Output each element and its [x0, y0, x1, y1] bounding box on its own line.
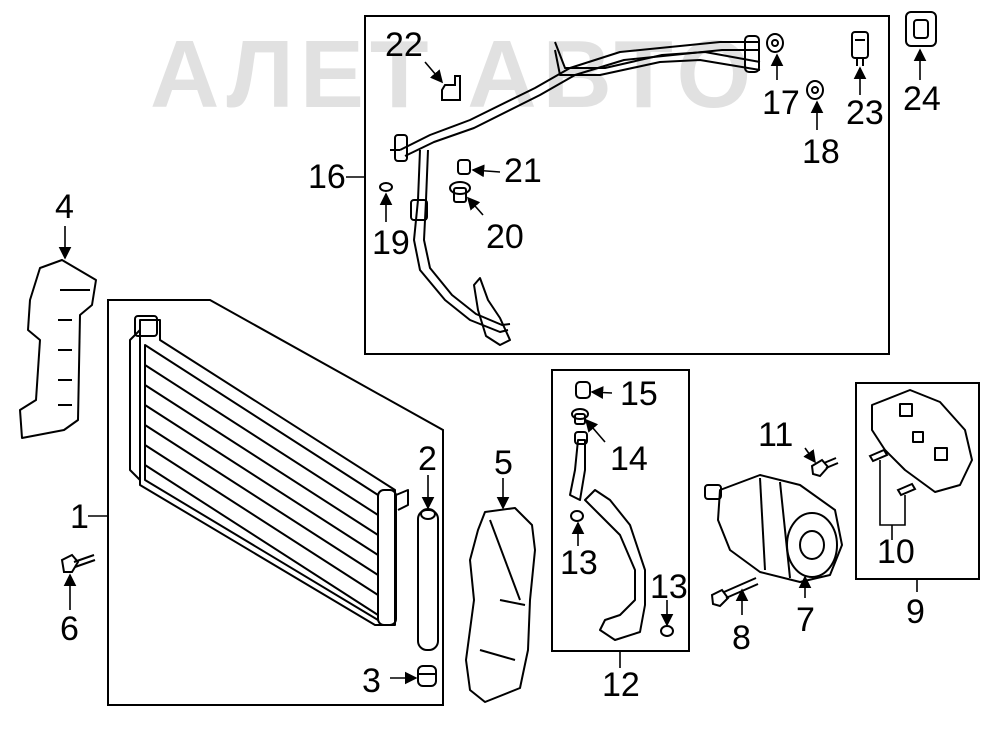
drier-plug [417, 665, 437, 687]
callout-5: 5 [494, 444, 513, 482]
callout-22: 22 [385, 26, 423, 64]
condenser [129, 315, 409, 626]
part-18-washer [806, 80, 824, 100]
part-19-oring [379, 182, 393, 192]
part-20-valve [449, 181, 471, 203]
callout-23: 23 [846, 94, 884, 132]
right-air-guide [465, 507, 536, 703]
bolt-8 [710, 577, 759, 608]
callout-4: 4 [55, 188, 74, 226]
callout-11: 11 [758, 416, 794, 454]
callout-24: 24 [903, 80, 941, 118]
receiver-drier [417, 508, 439, 651]
left-air-guide [19, 259, 97, 439]
callout-12: 12 [602, 666, 640, 704]
ac-line-upper [390, 35, 761, 346]
discharge-hose [569, 431, 646, 641]
callout-14: 14 [610, 440, 648, 478]
compressor-bracket [871, 389, 973, 493]
group-box-16 [364, 15, 890, 355]
callout-10: 10 [877, 533, 915, 571]
callout-7: 7 [796, 601, 815, 639]
callout-21: 21 [504, 152, 542, 190]
group-box-9 [855, 382, 980, 580]
callout-3: 3 [362, 662, 381, 700]
bolt-6 [60, 553, 96, 573]
callout-20: 20 [486, 218, 524, 256]
bolt-11 [810, 457, 839, 478]
leader-lines [58, 48, 927, 685]
part-14-valve [571, 408, 589, 425]
callout-8: 8 [732, 619, 751, 657]
group-box-1 [107, 299, 444, 706]
callout-16: 16 [308, 158, 346, 196]
part-17-washer [766, 33, 784, 53]
compressor [704, 474, 843, 583]
callout-13-left: 13 [560, 544, 598, 582]
callout-1: 1 [70, 498, 89, 536]
part-15-cap [575, 381, 591, 399]
callout-13-right: 13 [650, 568, 688, 606]
callout-15: 15 [620, 375, 658, 413]
callout-9: 9 [906, 593, 925, 631]
part-13-oring-right [660, 625, 674, 637]
part-22-sensor [441, 75, 461, 101]
callout-6: 6 [60, 610, 79, 648]
part-21-cap [457, 159, 471, 175]
callout-19: 19 [372, 224, 410, 262]
callout-18: 18 [802, 133, 840, 171]
callout-17: 17 [762, 84, 800, 122]
part-13-oring-left [570, 510, 584, 522]
callout-2: 2 [418, 440, 437, 478]
part-24-connector [905, 11, 937, 47]
dowel-pins [868, 448, 917, 497]
part-23-valve [851, 31, 869, 66]
